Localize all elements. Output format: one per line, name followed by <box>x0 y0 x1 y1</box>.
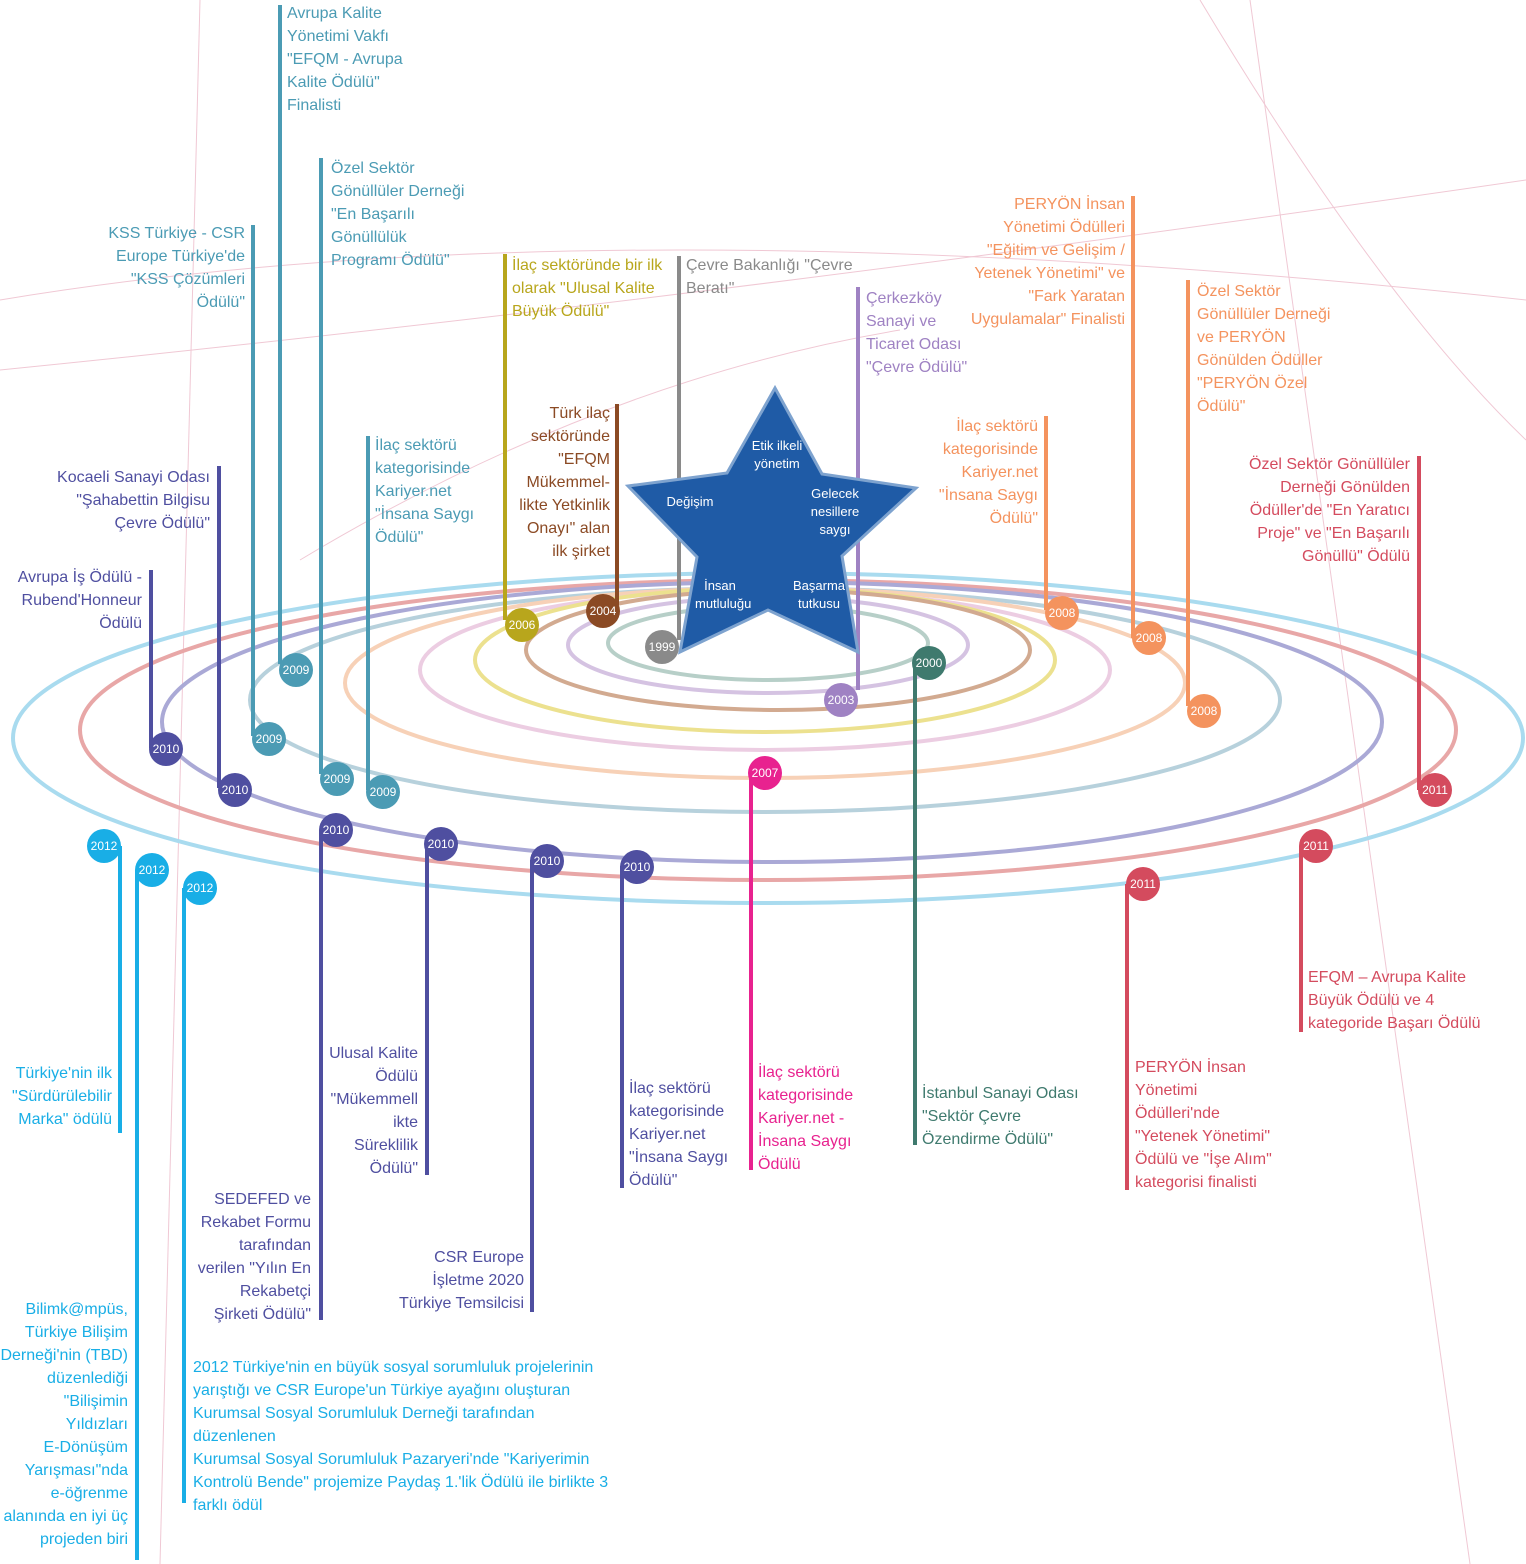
svg-text:2012: 2012 <box>91 839 118 853</box>
award-2003: Çerkezköy Sanayi ve Ticaret Odası "Çevre… <box>866 290 968 376</box>
svg-text:2008: 2008 <box>1049 606 1076 620</box>
svg-text:2011: 2011 <box>1422 783 1448 797</box>
values-star <box>624 384 920 655</box>
svg-text:2009: 2009 <box>324 772 351 786</box>
award-2009-kss: KSS Türkiye - CSR Europe Türkiye'de "KSS… <box>108 225 245 311</box>
award-2012-bilimkampus: Bilimk@mpüs, Türkiye Bilişim Derneği'nin… <box>0 1301 128 1548</box>
award-2010-kocaeli: Kocaeli Sanayi Odası "Şahabettin Bilgisu… <box>57 469 210 532</box>
svg-text:2000: 2000 <box>916 656 943 670</box>
svg-text:2003: 2003 <box>828 693 855 707</box>
value-change: Değişim <box>666 494 714 509</box>
award-2011-efqm: EFQM – Avrupa Kalite Büyük Ödülü ve 4 ka… <box>1308 969 1481 1032</box>
svg-text:2012: 2012 <box>139 863 166 877</box>
svg-text:2010: 2010 <box>323 823 350 837</box>
award-2012-kss-pazaryeri: 2012 Türkiye'nin en büyük sosyal sorumlu… <box>193 1359 609 1514</box>
svg-text:2012: 2012 <box>187 881 214 895</box>
svg-text:2008: 2008 <box>1136 631 1163 645</box>
svg-text:2008: 2008 <box>1191 704 1218 718</box>
value-passion: Başarma tutkusu <box>792 578 846 611</box>
award-2010-kariyer: İlaç sektörü kategorisinde Kariyer.net "… <box>629 1080 729 1189</box>
award-2007: İlaç sektörü kategorisinde Kariyer.net -… <box>758 1064 854 1173</box>
award-2000: İstanbul Sanayi Odası "Sektör Çevre Özen… <box>922 1085 1079 1148</box>
svg-text:2010: 2010 <box>153 742 180 756</box>
year-circles <box>87 594 1452 905</box>
award-2006: İlaç sektöründe bir ilk olarak "Ulusal K… <box>512 257 663 320</box>
award-2010-csr: CSR Europe İşletme 2020 Türkiye Temsilci… <box>398 1249 524 1312</box>
award-2012-surdurulebilir: Türkiye'nin ilk "Sürdürülebilir Marka" ö… <box>12 1065 112 1128</box>
svg-text:2009: 2009 <box>256 732 283 746</box>
svg-text:2010: 2010 <box>428 837 455 851</box>
value-ethics: Etik ilkeli yönetim <box>751 438 803 471</box>
svg-text:1999: 1999 <box>649 640 676 654</box>
value-happiness: İnsan mutluluğu <box>695 578 752 611</box>
award-2008-peryon: PERYÖN İnsan Yönetimi Ödülleri "Eğitim v… <box>970 196 1125 328</box>
award-1999: Çevre Bakanlığı "Çevre Beratı" <box>686 257 853 297</box>
award-2008-gonulden: Özel Sektör Gönüllüler Derneği ve PERYÖN… <box>1197 283 1331 415</box>
award-2011-peryon: PERYÖN İnsan Yönetimi Ödülleri'nde "Yete… <box>1135 1059 1272 1191</box>
award-2011-gonulden: Özel Sektör Gönüllüler Derneği Gönülden … <box>1249 456 1410 565</box>
award-2004: Türk ilaç sektöründe "EFQM Mükemmel- lik… <box>519 405 610 560</box>
orbits <box>11 571 1525 905</box>
award-2009-efqm: Avrupa Kalite Yönetimi Vakfı "EFQM - Avr… <box>287 5 403 114</box>
year-labels: 1999 2000 2003 2004 2006 2007 2008 2008 … <box>91 604 1449 895</box>
svg-text:2004: 2004 <box>590 604 617 618</box>
svg-text:2009: 2009 <box>283 663 310 677</box>
award-2010-sedefed: SEDEFED ve Rekabet Formu tarafından veri… <box>197 1191 311 1323</box>
svg-text:2010: 2010 <box>222 783 249 797</box>
award-2009-kariyer: İlaç sektörü kategorisinde Kariyer.net "… <box>375 437 475 546</box>
svg-text:2007: 2007 <box>752 766 779 780</box>
svg-text:2009: 2009 <box>370 785 397 799</box>
svg-text:2006: 2006 <box>509 618 536 632</box>
award-2010-avrupa-is: Avrupa İş Ödülü - Rubend'Honneur Ödülü <box>17 569 142 632</box>
svg-text:2010: 2010 <box>534 854 561 868</box>
svg-text:2011: 2011 <box>1303 839 1329 853</box>
svg-text:2010: 2010 <box>624 860 651 874</box>
value-future: Gelecek nesillere saygı <box>810 486 860 537</box>
award-2008-kariyer: İlaç sektörü kategorisinde Kariyer.net "… <box>938 418 1038 527</box>
award-2009-gonulluluk: Özel Sektör Gönüllüler Derneği "En Başar… <box>331 160 465 269</box>
award-2010-ulusal-kalite: Ulusal Kalite Ödülü "Mükemmell ikte Süre… <box>329 1045 418 1177</box>
svg-text:2011: 2011 <box>1130 877 1156 891</box>
